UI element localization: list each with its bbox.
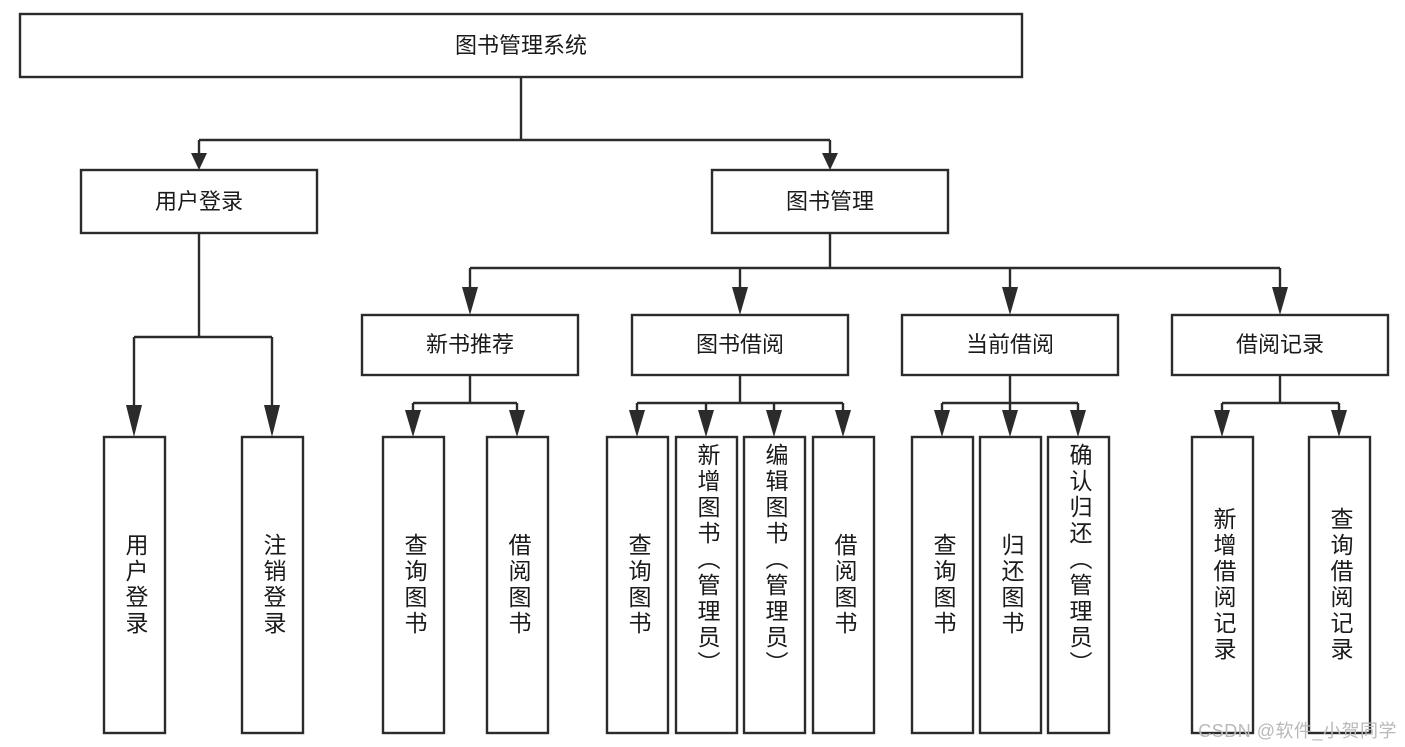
arrow-leaf-current-query bbox=[934, 410, 950, 437]
arrow-leaf-current-return bbox=[1002, 410, 1018, 437]
leaf-box-newbook-borrow[interactable] bbox=[485, 435, 550, 735]
watermark-text: CSDN @软件_小贺同学 bbox=[1198, 721, 1397, 741]
arrow-leaf-borrow-edit bbox=[766, 410, 782, 437]
leaf-box-record-query[interactable] bbox=[1307, 435, 1372, 735]
node-book-borrow-label: 图书借阅 bbox=[696, 332, 784, 357]
leaf-box-user-login[interactable] bbox=[102, 435, 167, 735]
arrow-to-borrow bbox=[732, 287, 748, 315]
leaf-box-newbook-query[interactable] bbox=[381, 435, 446, 735]
node-book-borrow[interactable]: 图书借阅 bbox=[630, 313, 850, 377]
leaf-box-borrow-lend[interactable] bbox=[811, 435, 876, 735]
leaf-box-logout[interactable] bbox=[240, 435, 305, 735]
leaf-box-current-confirm[interactable] bbox=[1046, 435, 1111, 735]
node-book-manage-box[interactable] bbox=[710, 168, 950, 235]
arrow-leaf-borrow-add bbox=[698, 410, 714, 437]
leaf-box-borrow-add[interactable] bbox=[674, 435, 739, 735]
node-current-borrow-box[interactable] bbox=[900, 313, 1120, 377]
node-new-book-recommend-box[interactable] bbox=[360, 313, 580, 377]
node-borrow-record-label: 借阅记录 bbox=[1236, 332, 1324, 357]
node-user-login[interactable]: 用户登录 bbox=[79, 168, 319, 235]
arrow-leaf-borrow-query bbox=[629, 410, 645, 437]
node-root-label: 图书管理系统 bbox=[455, 33, 587, 58]
leaf-box-borrow-edit[interactable] bbox=[742, 435, 807, 735]
arrow-to-current bbox=[1002, 287, 1018, 315]
arrow-to-record bbox=[1272, 287, 1288, 315]
leaf-box-current-query[interactable] bbox=[910, 435, 975, 735]
node-borrow-record-box[interactable] bbox=[1170, 313, 1390, 377]
node-user-login-box[interactable] bbox=[79, 168, 319, 235]
arrow-leaf-record-query bbox=[1331, 410, 1347, 437]
arrow-leaf-logout bbox=[264, 405, 280, 437]
node-new-book-recommend[interactable]: 新书推荐 bbox=[360, 313, 580, 377]
connector-group bbox=[126, 77, 1347, 437]
node-book-borrow-box[interactable] bbox=[630, 313, 850, 377]
arrow-to-user-login bbox=[191, 153, 207, 170]
arrow-to-book-manage bbox=[822, 153, 838, 170]
leaf-box-current-return[interactable] bbox=[978, 435, 1043, 735]
leaf-box-record-add[interactable] bbox=[1190, 435, 1255, 735]
arrow-leaf-newbook-borrow bbox=[509, 410, 525, 437]
node-root-box[interactable] bbox=[18, 12, 1024, 79]
node-current-borrow-label: 当前借阅 bbox=[966, 332, 1054, 357]
node-new-book-recommend-label: 新书推荐 bbox=[426, 332, 514, 357]
arrow-leaf-current-confirm bbox=[1070, 410, 1086, 437]
node-book-manage-label: 图书管理 bbox=[786, 189, 874, 214]
arrow-leaf-newbook-query bbox=[405, 410, 421, 437]
leaf-box-borrow-query[interactable] bbox=[605, 435, 670, 735]
arrow-to-newbook bbox=[462, 287, 478, 315]
arrow-leaf-user-login bbox=[126, 405, 142, 437]
node-user-login-label: 用户登录 bbox=[155, 189, 243, 214]
node-book-manage[interactable]: 图书管理 bbox=[710, 168, 950, 235]
node-current-borrow[interactable]: 当前借阅 bbox=[900, 313, 1120, 377]
arrow-leaf-borrow-lend bbox=[835, 410, 851, 437]
arrow-leaf-record-add bbox=[1214, 410, 1230, 437]
leaf-box-group bbox=[102, 435, 1372, 735]
node-root[interactable]: 图书管理系统 bbox=[18, 12, 1024, 79]
node-borrow-record[interactable]: 借阅记录 bbox=[1170, 313, 1390, 377]
